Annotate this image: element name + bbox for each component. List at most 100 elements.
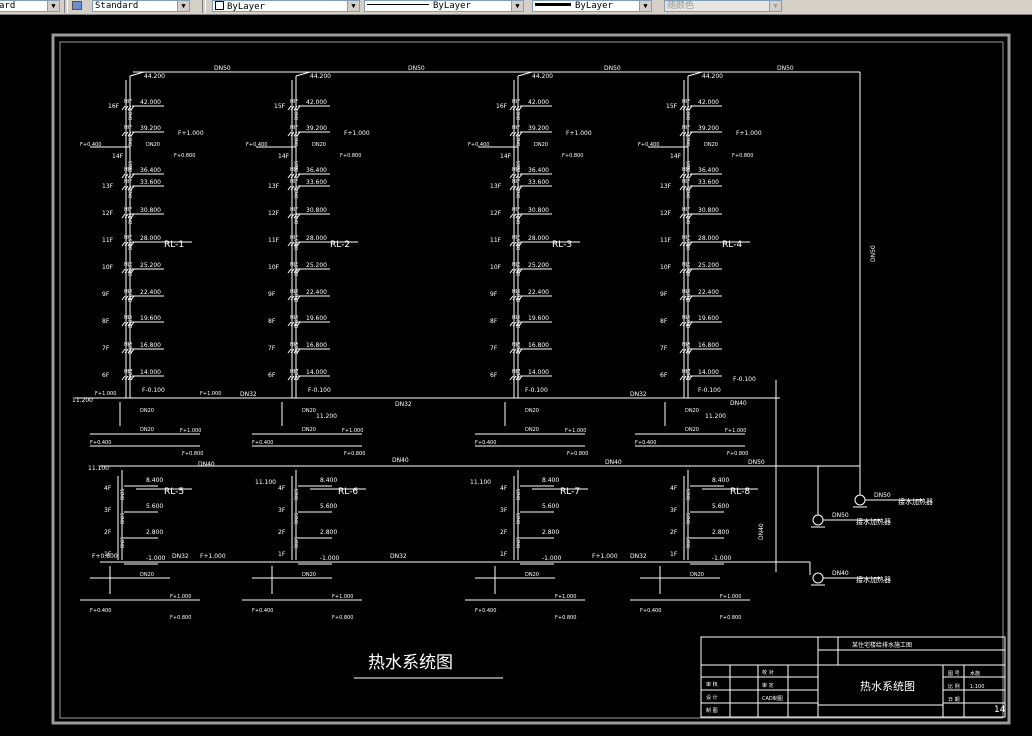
fixture-elevation-label: F+0.800 (182, 451, 203, 457)
toolbar-separator (64, 0, 68, 13)
floor-label: 10F (490, 264, 502, 271)
elevation-label: 11.100 (88, 465, 109, 472)
fixture-hatch (293, 105, 298, 111)
drawing-frame-inner (59, 41, 1004, 719)
fixture-hatch (290, 321, 295, 327)
pipe-size-label: DN25 (516, 342, 521, 354)
elevation-label: 19.600 (140, 315, 161, 322)
elevation-label: 33.600 (528, 179, 549, 186)
fixture-hatch (124, 131, 129, 137)
floor-label: 12F (660, 210, 672, 217)
elevation-label: 39.200 (528, 125, 549, 132)
fixture-hatch (290, 268, 295, 274)
properties-toolbar: ard ▼ Standard ▼ ByLayer ▼ ByLayer ▼ ByL… (0, 0, 1032, 15)
fixture-elevation-label: F+1.000 (555, 594, 576, 600)
elevation-label: 11.100 (470, 479, 491, 486)
pipe-size-label: DN25 (516, 488, 521, 500)
fixture-hatch (509, 321, 514, 327)
chevron-down-icon[interactable]: ▼ (511, 1, 523, 11)
elevation-label: 25.200 (140, 262, 161, 269)
color-dropdown[interactable]: 随颜色 ▼ (664, 0, 782, 12)
fixture-hatch (512, 348, 517, 354)
pipe-size-label: DN20 (525, 572, 539, 578)
fixture-hatch (124, 321, 129, 327)
fixture-elevation-label: F+1.000 (170, 594, 191, 600)
fixture-hatch (290, 173, 295, 179)
floor-label: 8F (660, 318, 668, 325)
elevation-label: 28.000 (528, 235, 549, 242)
pipe-size-label: DN20 (140, 408, 154, 414)
floor-label: 14F (112, 153, 124, 160)
elevation-label: 42.000 (140, 99, 161, 106)
fixture-hatch (130, 131, 135, 137)
floor-label: 14F (670, 153, 682, 160)
fixture-hatch (296, 213, 301, 219)
fixture-hatch (124, 173, 129, 179)
text-style-value: ard (0, 1, 16, 11)
pipe-size-label: DN25 (686, 134, 691, 146)
fixture-mark: HIF (290, 179, 298, 185)
fixture-hatch (685, 375, 690, 381)
fixture-elevation-label: F+1.000 (95, 391, 116, 397)
chevron-down-icon[interactable]: ▼ (177, 1, 189, 11)
chevron-down-icon[interactable]: ▼ (347, 1, 359, 11)
lineweight-value: ByLayer (575, 1, 613, 11)
elevation-label: -1.000 (712, 555, 732, 562)
fixture-hatch (296, 105, 301, 111)
fixture-hatch (130, 173, 135, 179)
fixture-hatch (515, 375, 520, 381)
fixture-mark: HIF (682, 207, 690, 213)
pipe-size-label: DN25 (686, 342, 691, 354)
chevron-down-icon[interactable]: ▼ (639, 1, 651, 11)
chevron-down-icon[interactable]: ▼ (47, 1, 59, 11)
elevation-label: 33.600 (306, 179, 327, 186)
fixture-mark: HIF (290, 235, 298, 241)
fixture-elevation-label: F+1.000 (332, 594, 353, 600)
fixture-hatch (121, 185, 126, 191)
fixture-elevation-label: F+0.800 (727, 451, 748, 457)
elevation-label: 30.800 (140, 207, 161, 214)
floor-label: 15F (666, 103, 678, 110)
fixture-hatch (688, 105, 693, 111)
elevation-label: 16.800 (698, 342, 719, 349)
text-style-dropdown[interactable]: ard ▼ (0, 0, 60, 12)
fixture-hatch (124, 213, 129, 219)
fixture-mark: HIF (682, 262, 690, 268)
fixture-hatch (121, 268, 126, 274)
fixture-hatch (296, 321, 301, 327)
elevation-label: 28.000 (698, 235, 719, 242)
floor-label: 8F (102, 318, 110, 325)
fixture-hatch (293, 295, 298, 301)
floor-label: 12F (268, 210, 280, 217)
lineweight-dropdown[interactable]: ByLayer ▼ (532, 0, 652, 12)
fixture-hatch (130, 185, 135, 191)
fixture-hatch (512, 241, 517, 247)
fixture-mark: HIF (290, 207, 298, 213)
dimension-style-icon[interactable] (72, 1, 82, 10)
title-block-value: 水施 (970, 670, 980, 677)
title-block-drawing-name: 热水系统图 (860, 680, 915, 693)
fixture-hatch (124, 241, 129, 247)
fixture-hatch (290, 131, 295, 137)
linetype-dropdown[interactable]: ByLayer ▼ (364, 0, 524, 12)
fixture-hatch (515, 173, 520, 179)
pipe-size-label: DN32 (172, 553, 189, 560)
fixture-hatch (515, 185, 520, 191)
chevron-down-icon[interactable]: ▼ (769, 1, 781, 11)
fixture-hatch (679, 173, 684, 179)
fixture-elevation-label: F+0.400 (468, 142, 489, 148)
riser-label: RL-7 (560, 487, 580, 497)
dimension-style-dropdown[interactable]: Standard ▼ (92, 0, 190, 12)
elevation-label: 28.000 (140, 235, 161, 242)
layer-dropdown[interactable]: ByLayer ▼ (212, 0, 360, 12)
pipe-size-label: DN25 (128, 108, 133, 120)
pipe-size-label: DN25 (294, 368, 299, 380)
elevation-label: 11.200 (72, 397, 93, 404)
pipe-size-label: DN25 (128, 342, 133, 354)
title-block-label: 图 号 (948, 671, 960, 677)
floor-label: 8F (268, 318, 276, 325)
fixture-hatch (287, 105, 292, 111)
pipe-size-label: DN25 (516, 186, 521, 198)
